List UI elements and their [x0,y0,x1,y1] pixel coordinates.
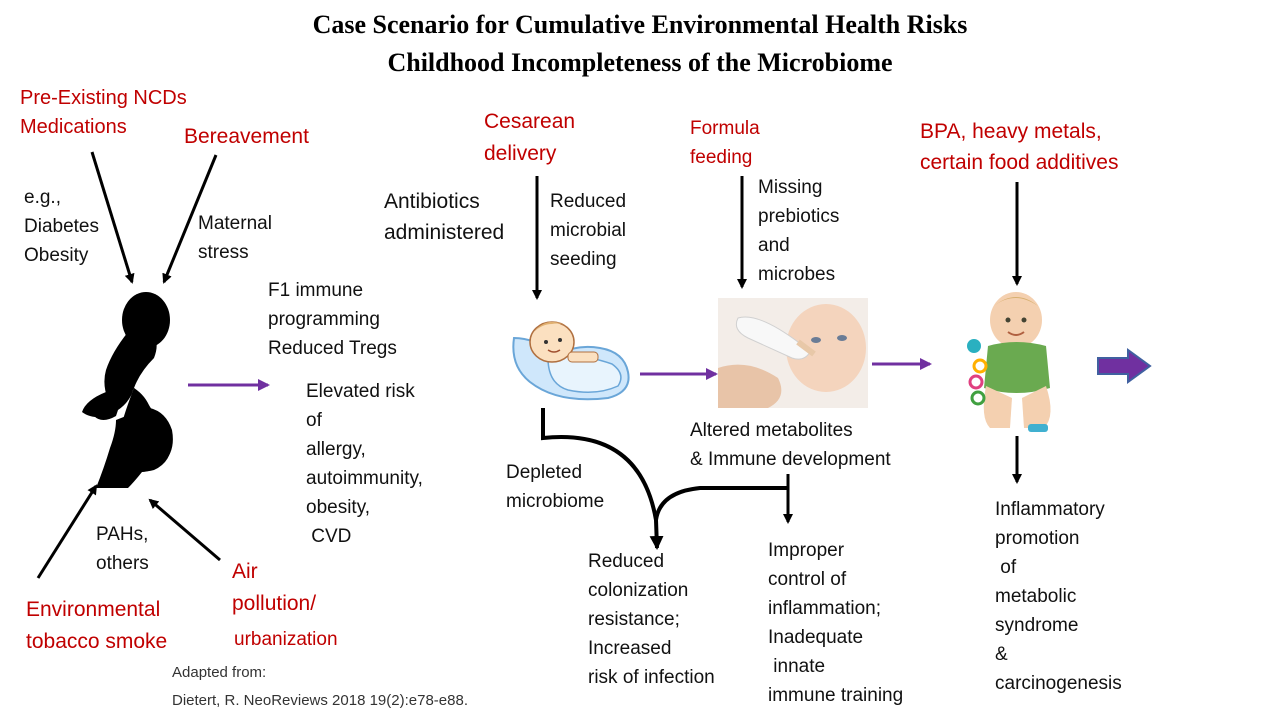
bottle-feeding-baby-photo [718,298,868,408]
arrow-ncds-to-mother [90,151,135,284]
label-altered-metabolites: Altered metabolites & Immune development [690,420,891,470]
arrow-air-to-mother [148,498,221,562]
label-air-pollution: Air pollution/ [232,560,317,615]
citation-reference: Dietert, R. NeoReviews 2018 19(2):e78-e8… [172,692,468,709]
label-depleted-microbiome: Depleted microbiome [506,462,605,512]
label-environmental-tobacco-smoke: Environmental tobacco smoke [26,598,168,653]
label-maternal-stress: Maternal stress [198,213,272,263]
label-cesarean-delivery: Cesarean delivery [484,110,576,165]
label-eg-diabetes-obesity: e.g., Diabetes Obesity [24,187,99,266]
label-reduced-colonization: Reduced colonization resistance; Increas… [588,551,715,688]
baby-with-toy-photo [967,292,1051,432]
label-reduced-microbial-seeding: Reduced microbial seeding [550,191,627,270]
label-bereavement: Bereavement [184,125,309,148]
label-pahs-others: PAHs, others [96,524,149,574]
connector-metabolites-to-colonization [654,486,788,521]
label-formula-feeding: Formula feeding [690,118,760,168]
label-antibiotics-administered: Antibiotics administered [384,190,505,244]
label-missing-prebiotics: Missing prebiotics and microbes [758,177,840,285]
title-line-2: Childhood Incompleteness of the Microbio… [387,48,893,77]
swaddled-baby-illustration [512,321,630,401]
arrow-tobacco-to-mother [36,484,98,579]
title-line-1: Case Scenario for Cumulative Environment… [312,10,968,39]
label-f1-immune-programming: F1 immune programming Reduced Tregs [268,280,397,359]
label-inflammatory-promotion: Inflammatory promotion of metabolic synd… [995,499,1122,694]
label-bpa-heavy-metals: BPA, heavy metals, certain food additive… [920,120,1119,174]
arrow-bereavement-to-mother [162,154,218,284]
pregnant-woman-silhouette [82,292,173,488]
label-urbanization: urbanization [234,629,338,650]
label-pre-existing-ncds: Pre-Existing NCDs Medications [20,87,187,138]
label-elevated-risk: Elevated risk of allergy, autoimmunity, … [306,381,423,547]
label-improper-control: Improper control of inflammation; Inadeq… [768,540,904,706]
connector-baby-to-colonization [541,408,664,550]
big-right-arrow [1097,348,1152,384]
citation-adapted-from: Adapted from: [172,664,267,681]
